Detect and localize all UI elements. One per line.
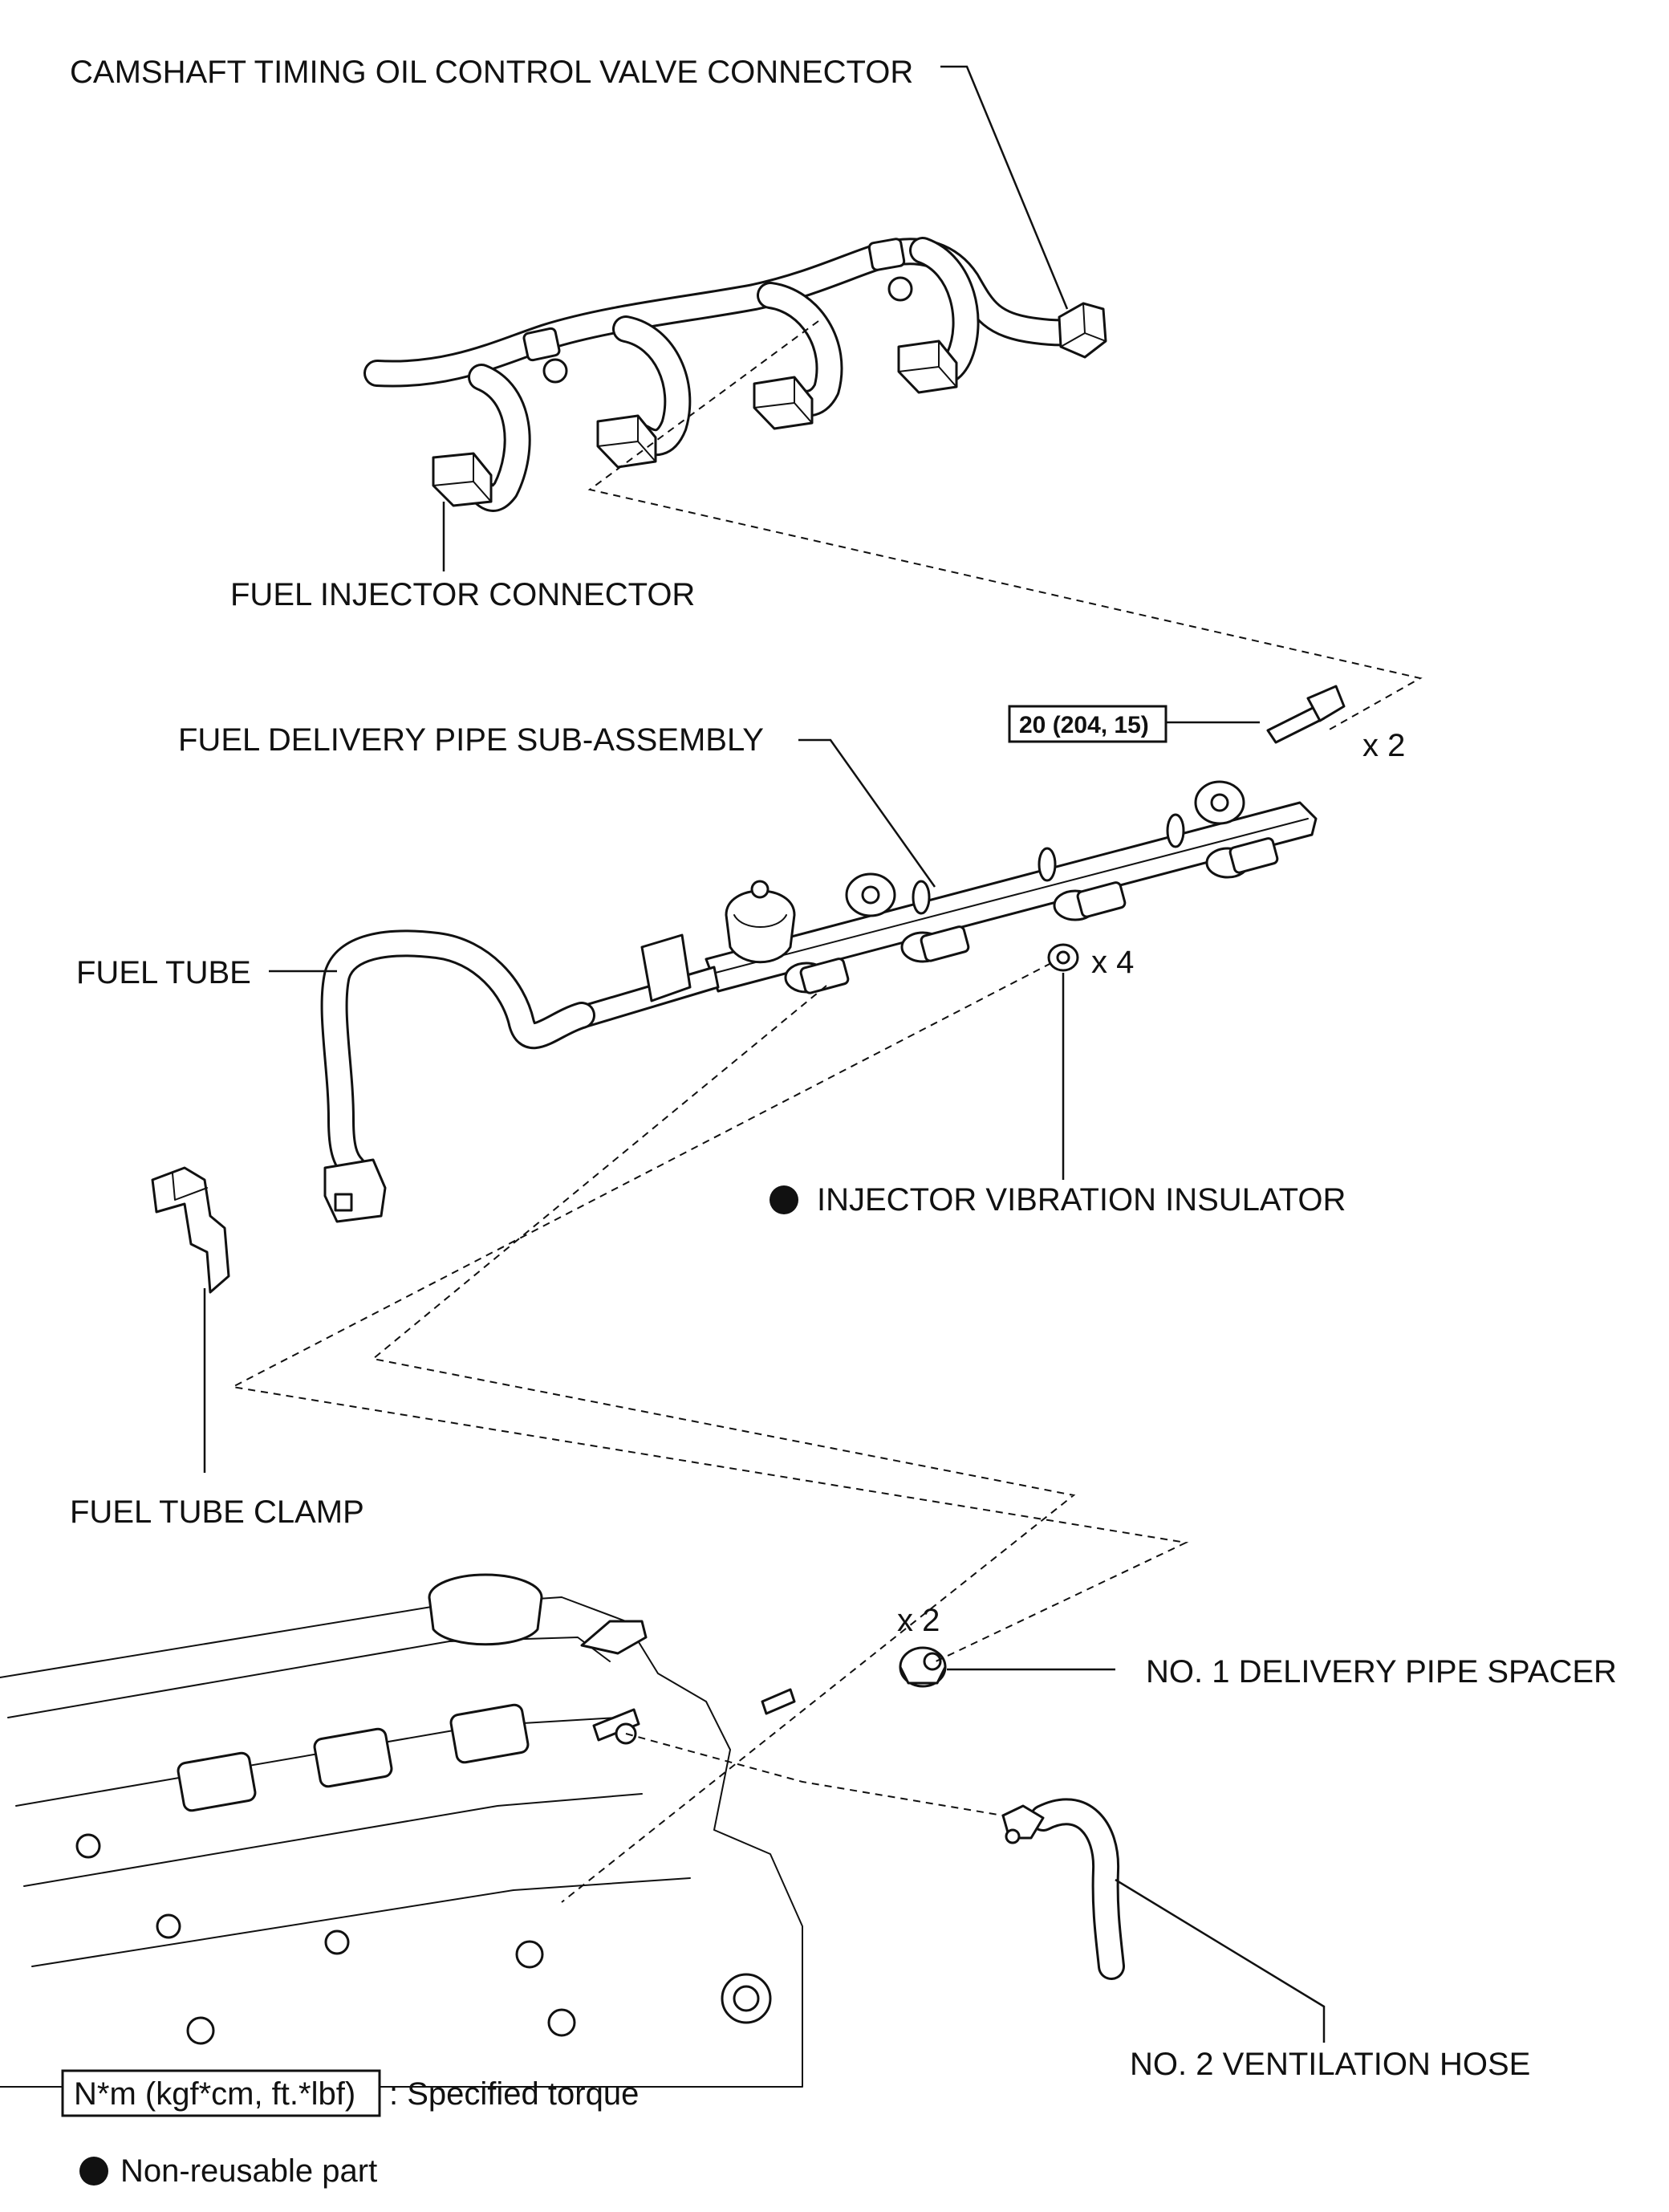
legend-non-reusable-marker bbox=[79, 2157, 108, 2186]
legend-non-reusable-description: Non-reusable part bbox=[120, 2153, 377, 2189]
torque-spec-box bbox=[1008, 705, 1167, 743]
fuel-injector-connector-1 bbox=[432, 452, 493, 507]
injector-cup-2 bbox=[900, 925, 970, 963]
qty-bolt: x 2 bbox=[1362, 728, 1405, 763]
injector-cup-3 bbox=[1053, 881, 1127, 921]
non-reusable-marker bbox=[770, 1185, 798, 1214]
legend: N*m (kgf*cm, ft.*lbf) : Specified torque… bbox=[61, 2069, 639, 2189]
label-injector-vibration-insulator: INJECTOR VIBRATION INSULATOR bbox=[817, 1182, 1346, 1218]
leader-lines bbox=[203, 65, 1326, 2043]
label-no2-ventilation-hose: NO. 2 VENTILATION HOSE bbox=[1130, 2047, 1530, 2082]
fuel-injector-connector-3 bbox=[753, 376, 814, 430]
engine-wire-harness bbox=[363, 237, 1107, 512]
no1-delivery-pipe-spacer bbox=[899, 1646, 947, 1688]
qty-spacer: x 2 bbox=[897, 1603, 940, 1638]
legend-torque-units: N*m (kgf*cm, ft.*lbf) bbox=[74, 2076, 355, 2112]
legend-torque-description: : Specified torque bbox=[389, 2076, 639, 2112]
no2-ventilation-hose bbox=[1001, 1798, 1125, 1980]
pulsation-damper bbox=[725, 880, 796, 964]
label-fuel-tube: FUEL TUBE bbox=[76, 955, 251, 990]
label-fuel-delivery-pipe-sub-assembly: FUEL DELIVERY PIPE SUB-ASSEMBLY bbox=[178, 722, 764, 758]
label-fuel-injector-connector: FUEL INJECTOR CONNECTOR bbox=[230, 577, 695, 612]
label-fuel-tube-clamp: FUEL TUBE CLAMP bbox=[70, 1494, 364, 1530]
injector-cup-1 bbox=[784, 958, 850, 994]
fuel-tube bbox=[320, 929, 595, 1223]
delivery-pipe-bolt bbox=[1266, 685, 1346, 744]
label-no1-delivery-pipe-spacer: NO. 1 DELIVERY PIPE SPACER bbox=[1146, 1654, 1617, 1689]
camshaft-timing-ocv-connector bbox=[1058, 302, 1107, 359]
legend-torque-box bbox=[61, 2069, 381, 2117]
fuel-injector-connector-4 bbox=[897, 340, 958, 394]
injector-vibration-insulator bbox=[1047, 943, 1079, 972]
qty-insulator: x 4 bbox=[1091, 945, 1134, 980]
fuel-tube-clamp bbox=[151, 1166, 230, 1294]
fuel-injector-connector-2 bbox=[596, 414, 657, 469]
engine-cylinder-head bbox=[0, 1573, 803, 2088]
fuel-delivery-pipe-sub-assembly bbox=[576, 780, 1318, 1029]
assembly-guide-lines bbox=[229, 320, 1423, 1903]
torque-spec-value: 20 (204, 15) bbox=[1019, 712, 1149, 738]
injector-cup-4 bbox=[1205, 837, 1279, 879]
label-camshaft-timing-oil-control-valve-connector: CAMSHAFT TIMING OIL CONTROL VALVE CONNEC… bbox=[70, 55, 913, 90]
